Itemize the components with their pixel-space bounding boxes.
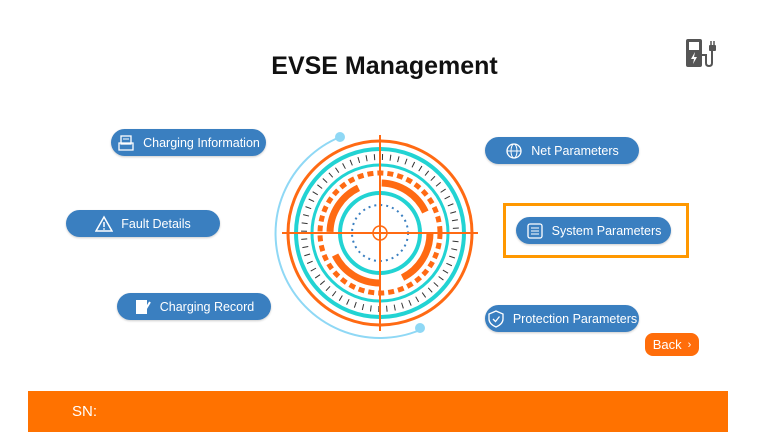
net-parameters-label: Net Parameters: [531, 143, 619, 158]
sn-label: SN:: [72, 403, 98, 420]
charging-record-button[interactable]: Charging Record: [117, 293, 271, 320]
center-dial-graphic: [274, 132, 478, 339]
selection-highlight: [503, 203, 689, 258]
globe-icon: [506, 142, 522, 159]
fault-details-label: Fault Details: [121, 216, 191, 231]
ev-charger-icon: [686, 39, 716, 68]
protection-parameters-button[interactable]: Protection Parameters: [485, 305, 639, 332]
charging-record-label: Charging Record: [159, 299, 255, 314]
footer-bar: SN:: [28, 391, 728, 432]
chevron-right-icon: ›: [687, 338, 692, 351]
system-parameters-label: System Parameters: [551, 223, 662, 238]
edit-record-icon: [135, 299, 151, 314]
system-parameters-button[interactable]: System Parameters: [516, 217, 671, 244]
back-label: Back: [652, 337, 682, 352]
net-parameters-button[interactable]: Net Parameters: [485, 137, 639, 164]
settings-sliders-icon: [526, 222, 543, 239]
charging-information-button[interactable]: Charging Information: [111, 129, 266, 156]
fault-details-button[interactable]: Fault Details: [66, 210, 220, 237]
protection-parameters-label: Protection Parameters: [512, 311, 638, 326]
charging-information-label: Charging Information: [143, 135, 260, 150]
page-title: EVSE Management: [271, 52, 498, 80]
document-tray-icon: [118, 134, 134, 151]
back-button[interactable]: Back ›: [645, 333, 699, 356]
shield-check-icon: [488, 309, 504, 328]
warning-icon: [95, 214, 114, 232]
